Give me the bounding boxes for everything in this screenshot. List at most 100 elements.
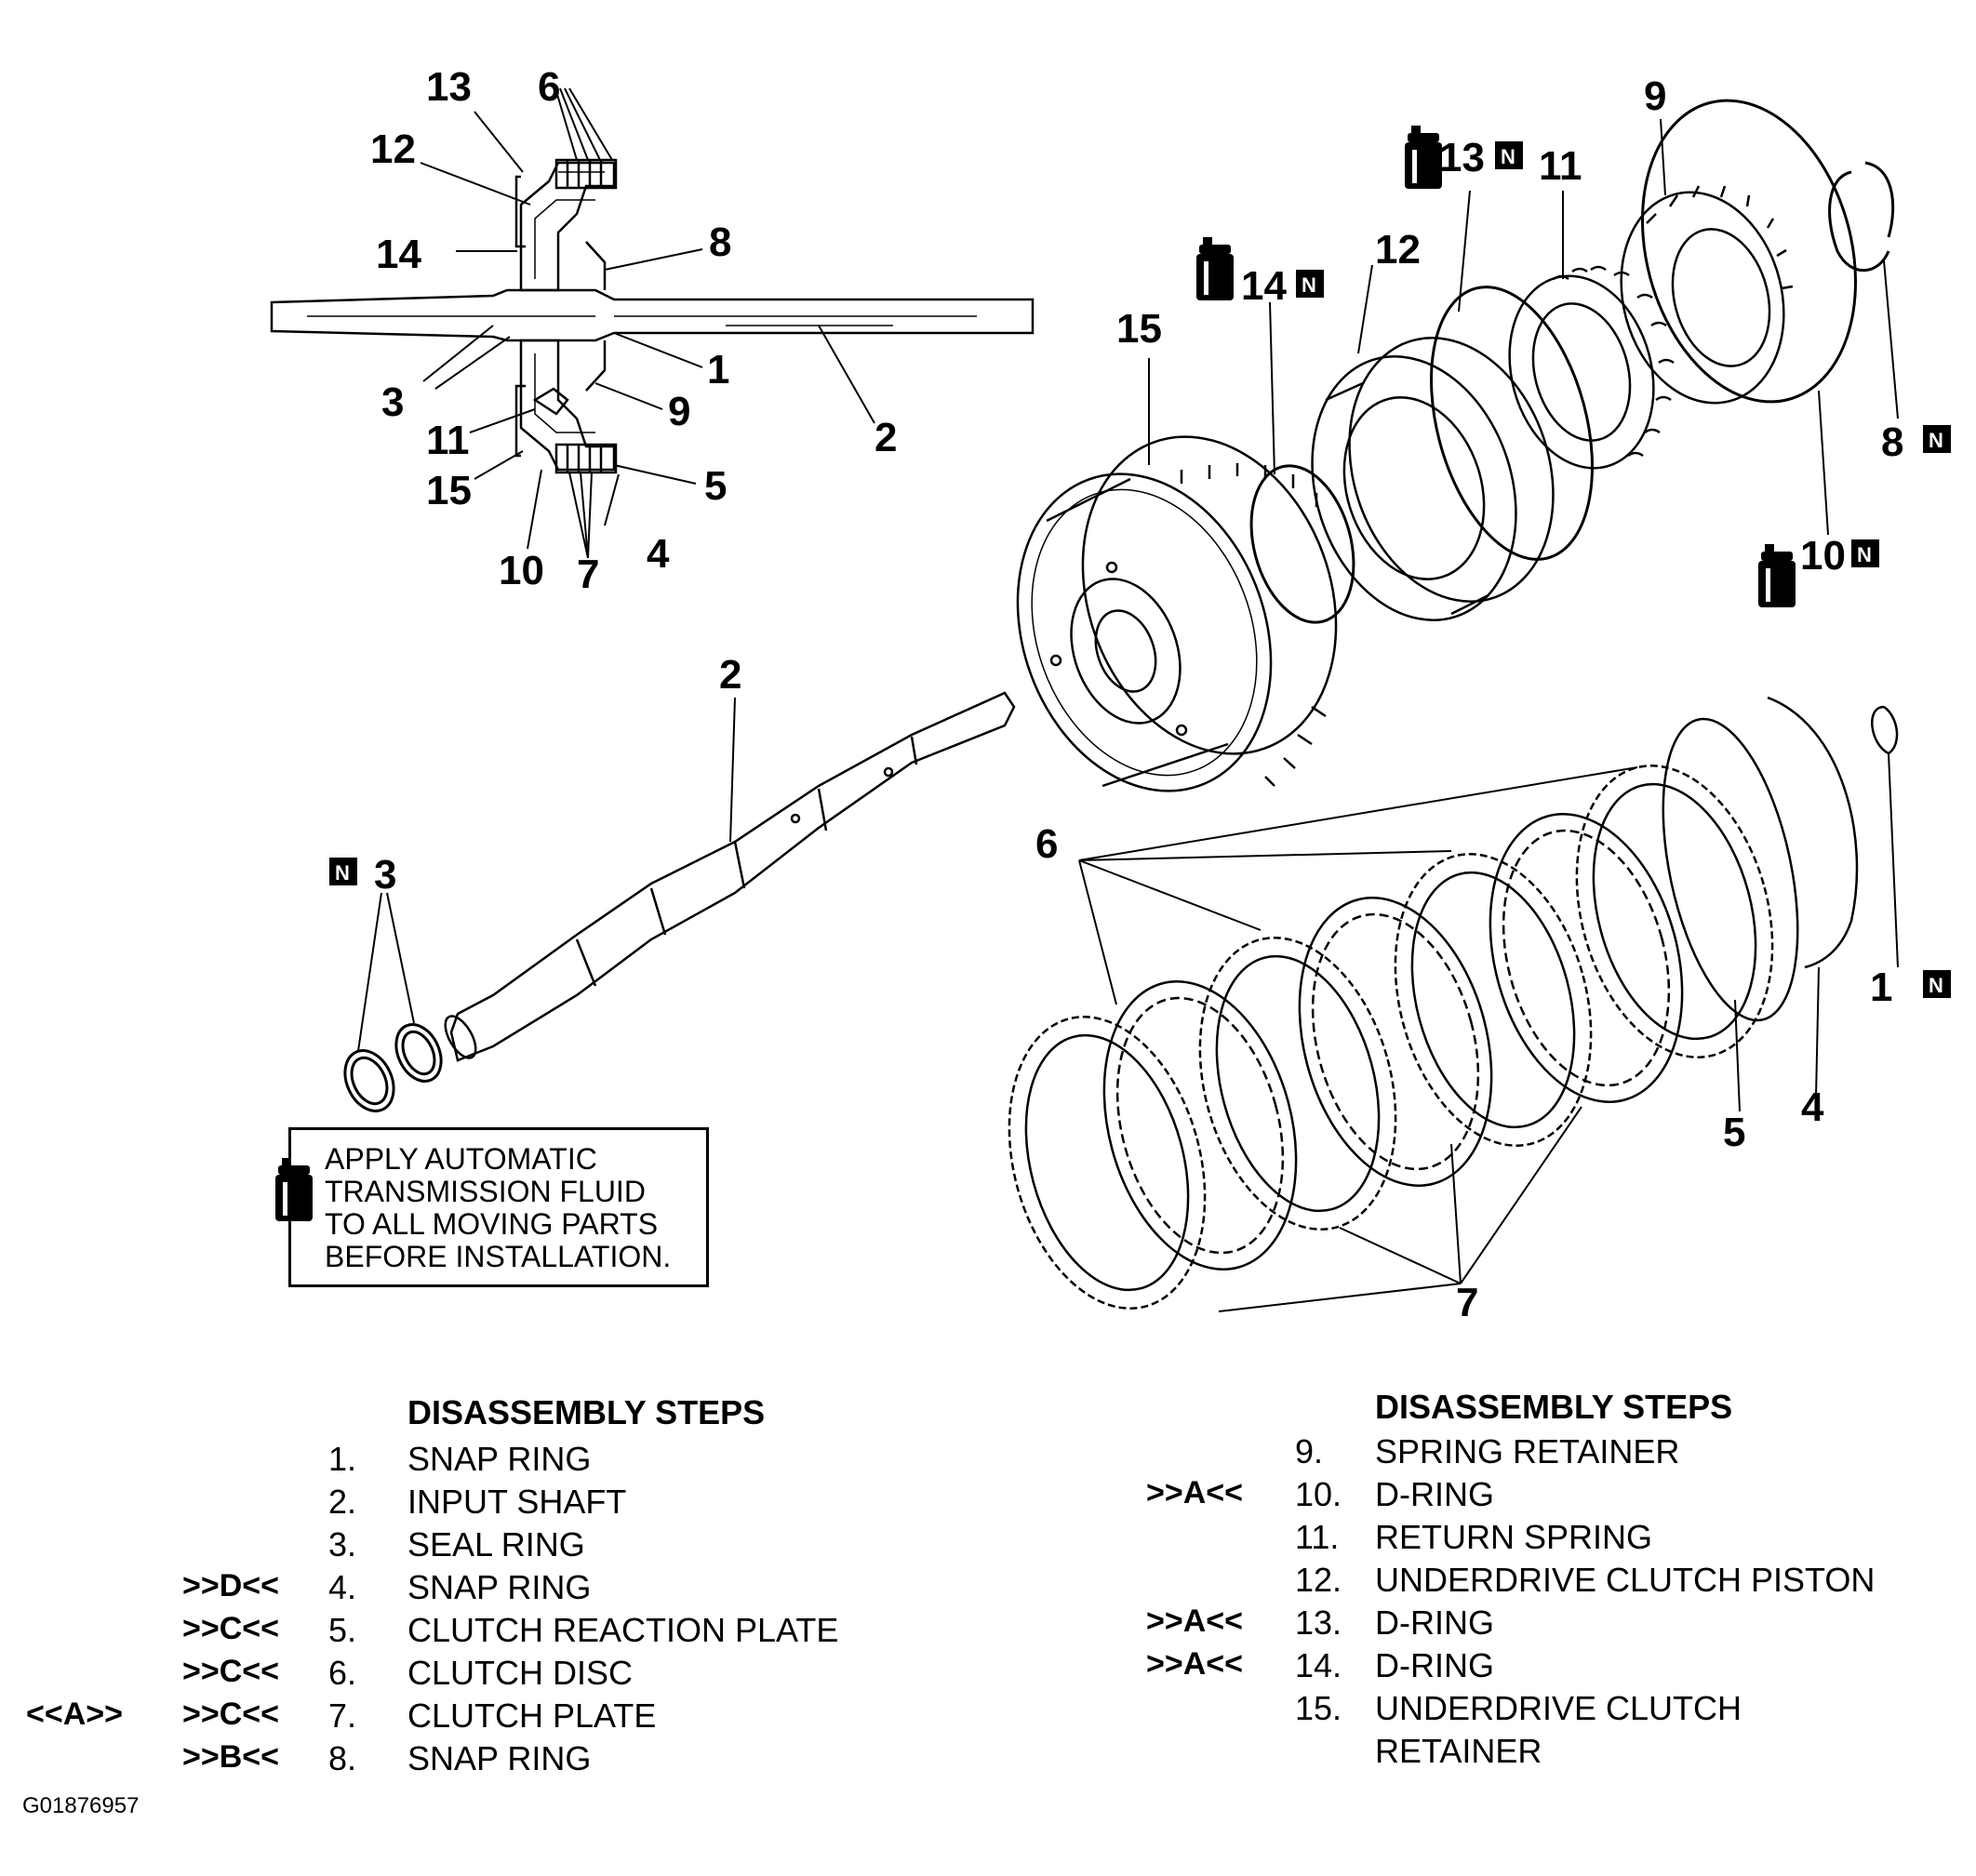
- fluid-bottle-icon: [1758, 544, 1796, 607]
- step-ref: >>C<<: [182, 1611, 279, 1646]
- retainer-section-lower: [519, 339, 616, 472]
- step-number: 9.: [1295, 1432, 1324, 1470]
- step-row: 15. UNDERDRIVE CLUTCH: [1116, 1689, 1954, 1732]
- step-row: >>C<< 6. CLUTCH DISC: [0, 1654, 930, 1696]
- step-row: >>B<< 8. SNAP RING: [0, 1739, 930, 1782]
- step-name: SNAP RING: [407, 1440, 592, 1478]
- input-shaft-section: [270, 288, 1035, 342]
- shaft-leaders: [357, 697, 736, 1052]
- note-line: TO ALL MOVING PARTS: [325, 1207, 659, 1241]
- callout-exploded-2: 2: [719, 652, 741, 698]
- step-row: 3. SEAL RING: [0, 1525, 930, 1568]
- step-number: 6.: [328, 1654, 357, 1692]
- clutch-disc-1: [1102, 980, 1298, 1271]
- note-line: APPLY AUTOMATIC: [325, 1142, 597, 1176]
- step-number: 11.: [1295, 1518, 1340, 1556]
- n-badge-10: N: [1857, 543, 1872, 566]
- step-number: 12.: [1295, 1561, 1342, 1599]
- step-number: 4.: [328, 1568, 357, 1606]
- step-ref: >>C<<: [182, 1696, 279, 1732]
- cross-section-leaders: [420, 87, 875, 559]
- step-name: UNDERDRIVE CLUTCH: [1375, 1689, 1742, 1727]
- step-number: 13.: [1295, 1603, 1342, 1642]
- d-ring-10: [1640, 99, 1858, 404]
- step-ref: >>C<<: [182, 1654, 279, 1689]
- clutch-leaders: [1078, 752, 1899, 1312]
- return-spring: [1508, 265, 1675, 470]
- underdrive-clutch-retainer: [1016, 435, 1338, 792]
- step-ref: >>A<<: [1146, 1646, 1243, 1682]
- callout-1: 1: [707, 347, 729, 392]
- step-name: UNDERDRIVE CLUTCH PISTON: [1375, 1561, 1876, 1599]
- snap-ring-4: [1767, 696, 1859, 969]
- step-number: 15.: [1295, 1689, 1342, 1727]
- callout-13: 13: [426, 64, 472, 110]
- d-ring-13: [1430, 286, 1594, 561]
- callout-10: 10: [499, 548, 544, 593]
- step-row: >>C<< 5. CLUTCH REACTION PLATE: [0, 1611, 930, 1654]
- callout-8: 8: [709, 220, 731, 265]
- callout-exploded-15: 15: [1116, 306, 1162, 352]
- fluid-bottle-icon: [1196, 237, 1234, 300]
- callout-exploded-12: 12: [1375, 227, 1421, 273]
- clutch-reaction-plate: [1662, 717, 1799, 1022]
- cross-section-view: [270, 158, 1035, 474]
- callout-exploded-4: 4: [1801, 1084, 1824, 1130]
- step-prefix: <<A>>: [26, 1696, 123, 1732]
- clutch-disc-3: [1489, 813, 1684, 1103]
- note-text: APPLY AUTOMATIC TRANSMISSION FLUID TO AL…: [325, 1143, 697, 1273]
- step-name: D-RING: [1375, 1603, 1494, 1642]
- step-number: 2.: [328, 1483, 357, 1521]
- step-name: INPUT SHAFT: [407, 1483, 627, 1521]
- callout-exploded-5: 5: [1723, 1110, 1745, 1155]
- step-name: SEAL RING: [407, 1525, 585, 1563]
- step-name: SPRING RETAINER: [1375, 1432, 1680, 1470]
- callout-exploded-3: 3: [374, 852, 396, 898]
- step-name: RETAINER: [1375, 1732, 1542, 1770]
- upper-right-leaders: [1148, 118, 1899, 536]
- callout-12: 12: [370, 126, 416, 172]
- step-name: CLUTCH REACTION PLATE: [407, 1611, 839, 1649]
- step-row: >>A<< 10. D-RING: [1116, 1475, 1954, 1518]
- note-line: TRANSMISSION FLUID: [325, 1175, 646, 1208]
- callout-14: 14: [376, 232, 421, 277]
- step-name: RETURN SPRING: [1375, 1518, 1653, 1556]
- step-ref: >>D<<: [182, 1568, 279, 1603]
- step-number: 10.: [1295, 1475, 1342, 1513]
- snap-ring-1: [1871, 705, 1899, 755]
- n-badge-8: N: [1929, 429, 1943, 452]
- retainer-section-upper: [519, 161, 616, 292]
- callout-4: 4: [647, 531, 670, 577]
- callout-exploded-14: 14: [1241, 263, 1287, 309]
- fluid-note-box: APPLY AUTOMATIC TRANSMISSION FLUID TO AL…: [275, 1127, 709, 1287]
- callout-2: 2: [875, 415, 897, 460]
- step-number: 7.: [328, 1696, 357, 1735]
- n-badge-14: N: [1302, 273, 1316, 297]
- note-line: BEFORE INSTALLATION.: [325, 1240, 672, 1273]
- step-name: CLUTCH DISC: [407, 1654, 634, 1692]
- step-row: >>A<< 14. D-RING: [1116, 1646, 1954, 1689]
- clutch-pack: [1008, 696, 1899, 1310]
- callout-11: 11: [426, 418, 470, 463]
- clutch-plate-2: [1198, 937, 1397, 1231]
- clutch-disc-2: [1298, 897, 1493, 1187]
- callout-exploded-7: 7: [1456, 1280, 1478, 1325]
- n-badge-13: N: [1501, 145, 1515, 168]
- step-row: 11. RETURN SPRING: [1116, 1518, 1954, 1561]
- callout-exploded-9: 9: [1644, 73, 1666, 119]
- step-row: >>D<< 4. SNAP RING: [0, 1568, 930, 1611]
- step-number: 8.: [328, 1739, 357, 1777]
- clutch-plate-4: [1575, 765, 1774, 1058]
- callout-15: 15: [426, 468, 472, 513]
- steps-left-title: DISASSEMBLY STEPS: [407, 1393, 766, 1431]
- callout-9: 9: [668, 389, 690, 434]
- step-name: D-RING: [1375, 1475, 1494, 1513]
- callout-exploded-6: 6: [1035, 821, 1058, 867]
- step-number: 3.: [328, 1525, 357, 1563]
- step-row: <<A>> >>C<< 7. CLUTCH PLATE: [0, 1696, 930, 1739]
- d-ring-14: [1249, 464, 1355, 624]
- seal-rings: [343, 1023, 443, 1112]
- step-name: D-RING: [1375, 1646, 1494, 1684]
- steps-right-title: DISASSEMBLY STEPS: [1375, 1388, 1733, 1426]
